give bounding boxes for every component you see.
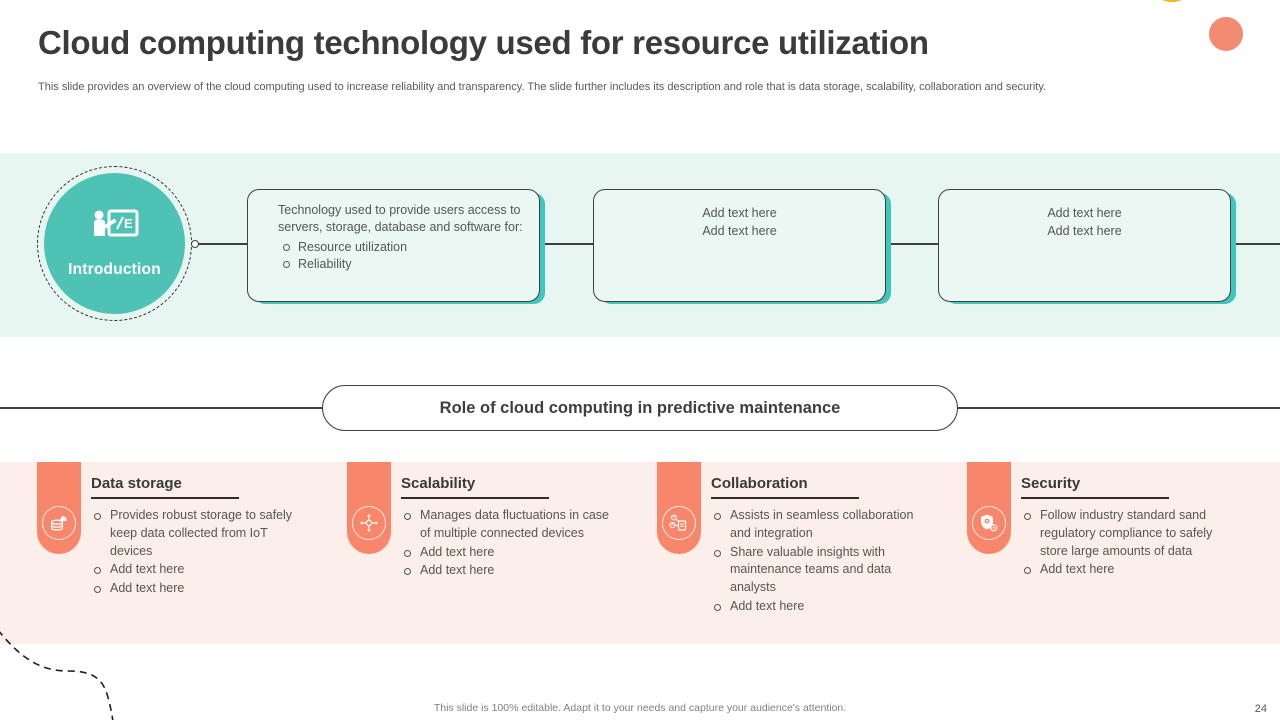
role-bullet-list: Follow industry standard sand regulatory…: [1021, 507, 1269, 579]
role-column-scalability: Scalability Manages data fluctuations in…: [347, 462, 649, 644]
roles-section: Data storage Provides robust storage to …: [0, 462, 1280, 644]
role-bullet: Share valuable insights with maintenance…: [711, 544, 929, 597]
flow-box-placeholder-2[interactable]: Add text here Add text here: [938, 189, 1231, 302]
role-tab: [657, 462, 701, 554]
introduction-circle: E Introduction: [44, 173, 185, 314]
role-banner-label: Role of cloud computing in predictive ma…: [439, 398, 841, 417]
expand-arrows-icon: [352, 506, 386, 540]
people-network-icon: [662, 506, 696, 540]
role-title: Scalability: [401, 475, 549, 499]
database-cloud-icon: [42, 506, 76, 540]
role-bullet-list: Provides robust storage to safely keep d…: [91, 507, 339, 598]
add-text-placeholder[interactable]: Add text here: [1047, 206, 1122, 220]
svg-text:E: E: [124, 216, 133, 231]
role-bullet[interactable]: Add text here: [1021, 561, 1239, 579]
page-subtitle: This slide provides an overview of the c…: [38, 81, 1047, 93]
add-text-placeholder[interactable]: Add text here: [1047, 224, 1122, 239]
role-tab: [37, 462, 81, 554]
role-bullet-list: Manages data fluctuations in case of mul…: [401, 507, 649, 580]
role-bullet[interactable]: Add text here: [91, 580, 309, 598]
yellow-ring-decoration: [1148, 0, 1196, 2]
orange-ring-decoration: [1209, 17, 1243, 51]
flow-box-text: Technology used to provide users access …: [278, 203, 523, 234]
role-banner: Role of cloud computing in predictive ma…: [322, 385, 958, 431]
role-bullet[interactable]: Add text here: [401, 544, 619, 562]
presenter-board-icon: E: [91, 209, 139, 254]
role-bullet[interactable]: Add text here: [401, 562, 619, 580]
footer-note: This slide is 100% editable. Adapt it to…: [433, 702, 847, 714]
role-tab: [347, 462, 391, 554]
role-tab: [967, 462, 1011, 554]
flow-box-technology[interactable]: Technology used to provide users access …: [247, 189, 540, 302]
role-bullet[interactable]: Add text here: [711, 598, 929, 616]
flow-box-bullet: Resource utilization: [278, 239, 525, 256]
role-title: Collaboration: [711, 475, 859, 499]
role-column-security: Security Follow industry standard sand r…: [967, 462, 1269, 644]
flow-box-placeholder-1[interactable]: Add text here Add text here: [593, 189, 886, 302]
page-title: Cloud computing technology used for reso…: [38, 24, 929, 61]
role-column-data-storage: Data storage Provides robust storage to …: [37, 462, 339, 644]
role-column-collaboration: Collaboration Assists in seamless collab…: [657, 462, 959, 644]
page-number: 24: [1254, 703, 1267, 715]
role-bullet: Follow industry standard sand regulatory…: [1021, 507, 1239, 560]
role-title: Security: [1021, 475, 1169, 499]
role-bullet: Manages data fluctuations in case of mul…: [401, 507, 619, 543]
flow-box-bullet-list: Resource utilization Reliability: [278, 239, 525, 273]
shield-gear-icon: [972, 506, 1006, 540]
introduction-label: Introduction: [68, 260, 161, 278]
add-text-placeholder[interactable]: Add text here: [702, 206, 777, 220]
role-bullet[interactable]: Add text here: [91, 561, 309, 579]
flow-box-bullet: Reliability: [278, 256, 525, 273]
introduction-band: E Introduction Technology used to provid…: [0, 153, 1280, 337]
role-bullet: Assists in seamless collaboration and in…: [711, 507, 929, 543]
role-title: Data storage: [91, 475, 239, 499]
role-bullet-list: Assists in seamless collaboration and in…: [711, 507, 959, 616]
flow-start-dot: [191, 240, 199, 248]
role-bullet: Provides robust storage to safely keep d…: [91, 507, 309, 560]
add-text-placeholder[interactable]: Add text here: [702, 224, 777, 239]
dashed-curve-decoration: [0, 631, 114, 720]
